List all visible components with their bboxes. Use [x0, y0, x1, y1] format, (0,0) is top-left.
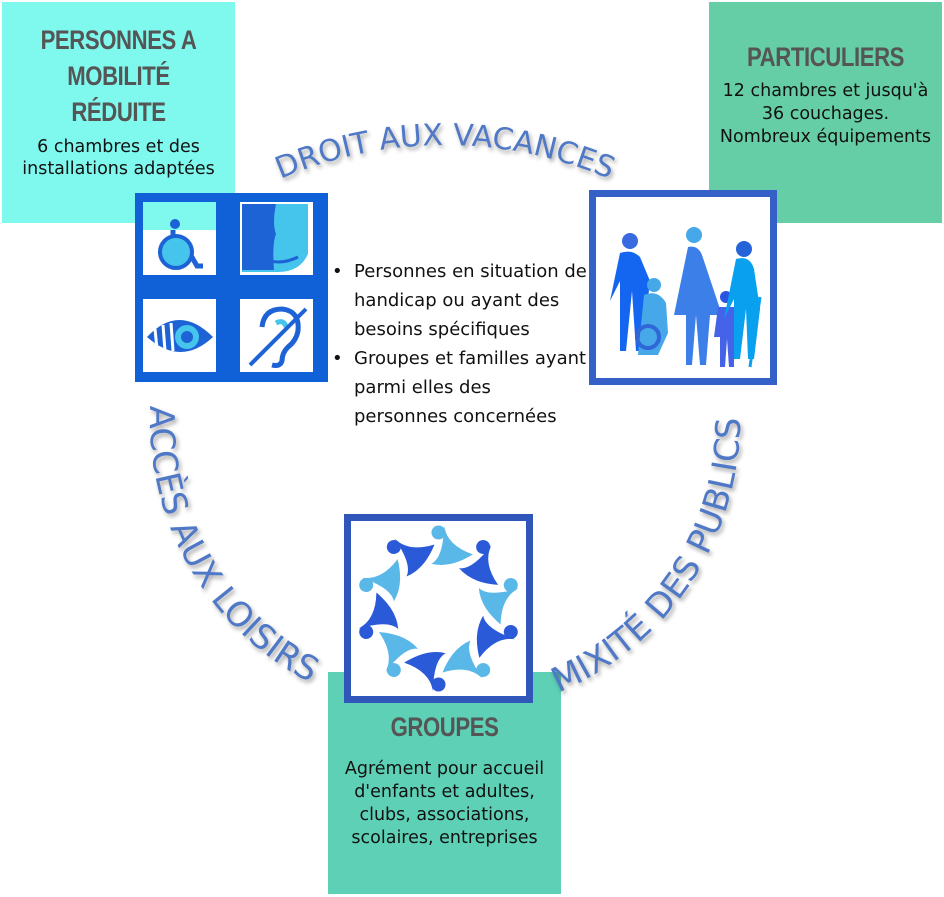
arc-text-acces-aux-loisirs: ACCÈS AUX LOISIRS: [141, 406, 325, 691]
logo-figure: [358, 578, 399, 630]
arc-text-droit-aux-vacances: DROIT AUX VACANCES: [270, 118, 620, 186]
pmr-card: PERSONNES A MOBILITÉ RÉDUITE 6 chambres …: [2, 2, 235, 223]
group-circle-logo: [344, 514, 533, 703]
logo-figure: [476, 615, 516, 677]
pmr-body: 6 chambres et des installations adaptées: [22, 137, 215, 179]
accessibility-icons-panel: [135, 193, 328, 382]
mental-disability-face-icon: [240, 202, 313, 275]
logo-figure: [431, 640, 483, 692]
groupes-body: Agrément pour accueil d'enfants et adult…: [344, 759, 545, 848]
list-item: Personnes en situation de handicap ou ay…: [330, 257, 590, 344]
logo-figure: [478, 587, 519, 639]
logo-figure: [431, 526, 491, 565]
groupes-title: GROUPES: [390, 712, 499, 742]
particuliers-body: 12 chambres et jusqu'à 36 couchages. Nom…: [719, 81, 932, 147]
groupes-card: GROUPES Agrément pour accueil d'enfants …: [328, 672, 561, 894]
pmr-title-line2: MOBILITÉ RÉDUITE: [67, 61, 170, 127]
hearing-impairment-ear-icon: [240, 299, 313, 372]
logo-figure: [386, 652, 446, 691]
logo-figure: [459, 545, 518, 593]
logo-figure: [359, 624, 418, 672]
particuliers-title: PARTICULIERS: [746, 42, 905, 72]
pmr-title-line1: PERSONNES A: [40, 25, 197, 55]
visual-impairment-eye-icon: [143, 299, 216, 372]
family-inclusion-illustration: [589, 190, 777, 385]
arc-text-mixite-des-publics: MIXITÉ DES PUBLICS: [545, 417, 749, 701]
logo-figure: [394, 525, 446, 577]
wheelchair-icon: [143, 202, 216, 275]
list-item: Groupes et familles ayant parmi elles de…: [330, 344, 590, 431]
logo-figure: [361, 540, 401, 602]
particuliers-card: PARTICULIERS 12 chambres et jusqu'à 36 c…: [709, 2, 942, 223]
target-public-list: Personnes en situation de handicap ou ay…: [330, 257, 590, 431]
